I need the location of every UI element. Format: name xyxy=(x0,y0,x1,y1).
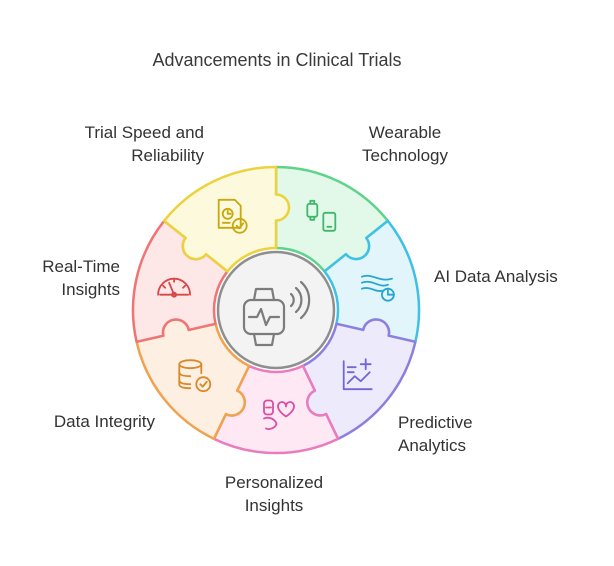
smartwatch-icon xyxy=(242,280,311,347)
hand-heart-icon xyxy=(263,399,295,430)
label-integrity: Data Integrity xyxy=(53,412,155,431)
database-check-icon xyxy=(178,359,212,393)
page-title: Advancements in Clinical Trials xyxy=(152,50,402,70)
label-ai: AI Data Analysis xyxy=(434,267,558,286)
watch-phone-icon xyxy=(306,199,337,232)
center-hub xyxy=(216,250,336,370)
chart-plus-icon xyxy=(342,358,373,391)
wind-chart-icon xyxy=(360,274,395,302)
document-clock-check-icon xyxy=(217,198,248,234)
gauge-icon xyxy=(157,277,192,298)
